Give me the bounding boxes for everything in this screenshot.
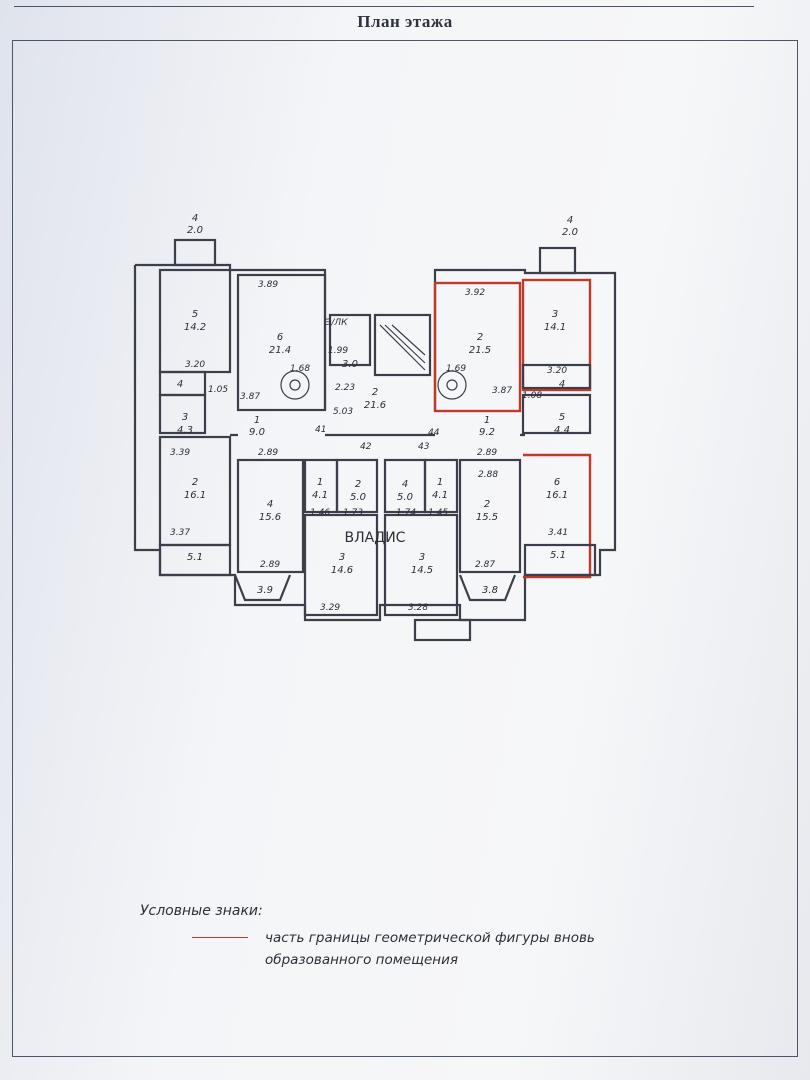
svg-text:5.1: 5.1 <box>550 550 566 561</box>
room-outline <box>158 268 232 374</box>
svg-text:2: 2 <box>372 387 378 398</box>
svg-text:44: 44 <box>428 428 440 438</box>
svg-text:1: 1 <box>317 477 323 488</box>
svg-text:3.89: 3.89 <box>258 280 278 290</box>
svg-text:16.1: 16.1 <box>546 490 568 501</box>
svg-text:3.92: 3.92 <box>465 288 485 298</box>
svg-text:14.1: 14.1 <box>544 322 566 333</box>
svg-text:4.1: 4.1 <box>432 490 448 501</box>
highlight-room-outline <box>433 281 522 413</box>
svg-text:1.05: 1.05 <box>208 385 228 395</box>
svg-text:3.8: 3.8 <box>482 585 498 596</box>
svg-text:1: 1 <box>254 415 260 426</box>
top-border-line <box>14 6 754 7</box>
svg-text:2.23: 2.23 <box>335 383 355 393</box>
svg-text:1: 1 <box>437 477 443 488</box>
svg-text:1.74: 1.74 <box>396 508 416 518</box>
svg-text:21.6: 21.6 <box>364 400 386 411</box>
svg-text:2.89: 2.89 <box>260 560 280 570</box>
svg-text:15.5: 15.5 <box>476 512 498 523</box>
svg-text:3.20: 3.20 <box>547 366 567 376</box>
svg-text:15.6: 15.6 <box>259 512 281 523</box>
svg-text:3: 3 <box>552 309 558 320</box>
page-frame <box>12 40 798 1057</box>
svg-text:21.4: 21.4 <box>269 345 291 356</box>
svg-text:42: 42 <box>360 442 372 452</box>
svg-text:9.0: 9.0 <box>249 427 265 438</box>
legend-description: часть границы геометрической фигуры внов… <box>265 930 595 968</box>
svg-text:3: 3 <box>182 412 188 423</box>
svg-text:3.39: 3.39 <box>170 448 190 458</box>
floor-plan: 3.89 3.92 Э/ЛК 1.99 1.68 1.69 3.20 3.20 … <box>130 205 620 650</box>
svg-text:4.4: 4.4 <box>554 425 570 436</box>
svg-text:4: 4 <box>177 379 183 390</box>
svg-text:3.41: 3.41 <box>548 528 568 538</box>
svg-text:3.9: 3.9 <box>257 585 273 596</box>
svg-text:Э/ЛК: Э/ЛК <box>324 318 348 328</box>
floor-plan-drawing: 3.89 3.92 Э/ЛК 1.99 1.68 1.69 3.20 3.20 … <box>133 213 617 642</box>
svg-text:41: 41 <box>315 425 326 435</box>
svg-text:6: 6 <box>554 477 560 488</box>
svg-text:1.45: 1.45 <box>428 508 448 518</box>
svg-text:1.69: 1.69 <box>446 364 466 374</box>
spiral-stair-icon <box>437 370 467 400</box>
svg-text:2.0: 2.0 <box>187 225 203 236</box>
svg-text:14.2: 14.2 <box>184 322 206 333</box>
svg-text:4.3: 4.3 <box>177 425 193 436</box>
svg-text:1.99: 1.99 <box>328 346 348 356</box>
svg-text:5.0: 5.0 <box>397 492 413 503</box>
svg-text:16.1: 16.1 <box>184 490 206 501</box>
svg-text:2.88: 2.88 <box>478 470 498 480</box>
svg-text:2.87: 2.87 <box>475 560 495 570</box>
svg-text:2: 2 <box>484 499 490 510</box>
svg-text:5.1: 5.1 <box>187 552 203 563</box>
watermark: ВЛАДИС <box>345 530 406 546</box>
svg-text:1.46: 1.46 <box>310 508 330 518</box>
svg-text:3.0: 3.0 <box>342 359 358 370</box>
svg-text:2: 2 <box>355 479 361 490</box>
svg-text:4: 4 <box>567 215 573 226</box>
svg-text:2.89: 2.89 <box>258 448 278 458</box>
svg-text:5: 5 <box>192 309 198 320</box>
svg-text:4: 4 <box>192 213 198 224</box>
svg-text:3: 3 <box>339 552 345 563</box>
svg-text:1.73: 1.73 <box>343 508 363 518</box>
svg-text:1.68: 1.68 <box>290 364 310 374</box>
legend-red-line-swatch <box>192 937 248 938</box>
svg-text:2.0: 2.0 <box>562 227 578 238</box>
svg-text:1: 1 <box>484 415 490 426</box>
svg-text:9.2: 9.2 <box>479 427 495 438</box>
svg-text:3.29: 3.29 <box>320 603 340 613</box>
svg-text:2: 2 <box>477 332 483 343</box>
page-title: План этажа <box>357 12 453 31</box>
svg-text:14.6: 14.6 <box>331 565 353 576</box>
svg-text:5: 5 <box>559 412 565 423</box>
room-outline <box>236 273 327 412</box>
svg-text:3: 3 <box>419 552 425 563</box>
svg-text:4: 4 <box>402 479 408 490</box>
svg-text:4: 4 <box>559 379 565 390</box>
svg-text:6: 6 <box>277 332 283 343</box>
legend-caption: Условные знаки: <box>140 903 263 919</box>
svg-text:4: 4 <box>267 499 273 510</box>
legend: Условные знаки: часть границы геометриче… <box>140 903 680 971</box>
legend-row: часть границы геометрической фигуры внов… <box>140 927 680 971</box>
svg-text:43: 43 <box>418 442 430 452</box>
svg-text:5.03: 5.03 <box>333 407 353 417</box>
svg-text:3.87: 3.87 <box>240 392 260 402</box>
svg-text:3.37: 3.37 <box>170 528 190 538</box>
svg-text:1.08: 1.08 <box>522 391 542 401</box>
svg-text:21.5: 21.5 <box>469 345 491 356</box>
svg-text:2: 2 <box>192 477 198 488</box>
svg-text:3.28: 3.28 <box>408 603 428 613</box>
svg-text:5.0: 5.0 <box>350 492 366 503</box>
svg-text:2.89: 2.89 <box>477 448 497 458</box>
svg-text:3.87: 3.87 <box>492 386 512 396</box>
spiral-stair-icon <box>280 370 310 400</box>
svg-text:14.5: 14.5 <box>411 565 433 576</box>
svg-text:4.1: 4.1 <box>312 490 328 501</box>
svg-text:3.20: 3.20 <box>185 360 205 370</box>
